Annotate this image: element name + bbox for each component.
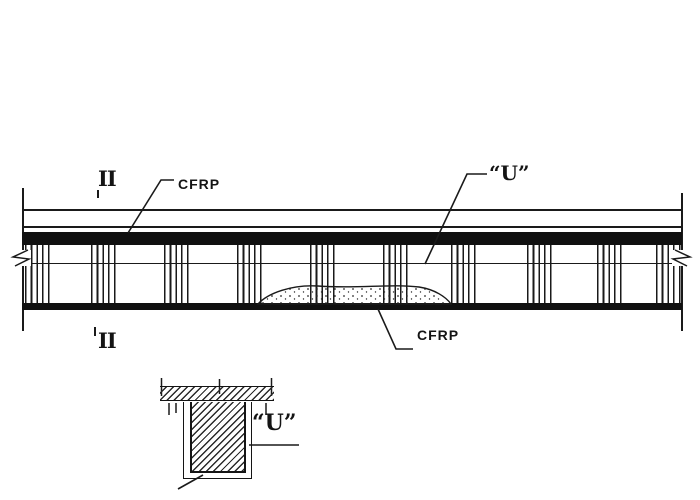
cfrp-u-strip <box>164 245 189 305</box>
cfrp-u-strip <box>451 245 476 305</box>
cfrp-u-strip <box>25 245 50 305</box>
section-mark-bottom-tick <box>94 327 96 336</box>
cfrp-bottom-label: CFRP <box>417 327 460 343</box>
cfrp-u-strip <box>597 245 622 305</box>
cfrp-u-strip <box>383 245 408 305</box>
cfrp-u-strip <box>527 245 552 305</box>
cfrp-u-strip <box>656 245 681 305</box>
slab-soffit-line <box>22 226 682 228</box>
cfrp-u-strip <box>310 245 335 305</box>
web-mid-line <box>22 262 682 264</box>
u-strips-container <box>0 245 700 305</box>
slab-top-line <box>22 209 682 211</box>
cfrp-bottom-leader-line <box>377 308 413 350</box>
cfrp-bottom-band <box>22 303 682 310</box>
u-elevation-label: “U” <box>489 161 530 185</box>
cfrp-u-strip <box>91 245 116 305</box>
section-u-wrap-outline <box>183 402 252 479</box>
cfrp-top-label: CFRP <box>178 176 221 192</box>
u-section-label: “U” <box>252 410 297 436</box>
section-mark-bottom: II <box>98 328 117 353</box>
cfrp-top-band <box>22 231 682 245</box>
section-beam-web <box>190 402 246 473</box>
cfrp-u-strip <box>237 245 262 305</box>
section-slab-flange <box>160 386 274 401</box>
section-mark-top: II <box>98 166 117 191</box>
section-mark-top-tick <box>97 190 99 198</box>
